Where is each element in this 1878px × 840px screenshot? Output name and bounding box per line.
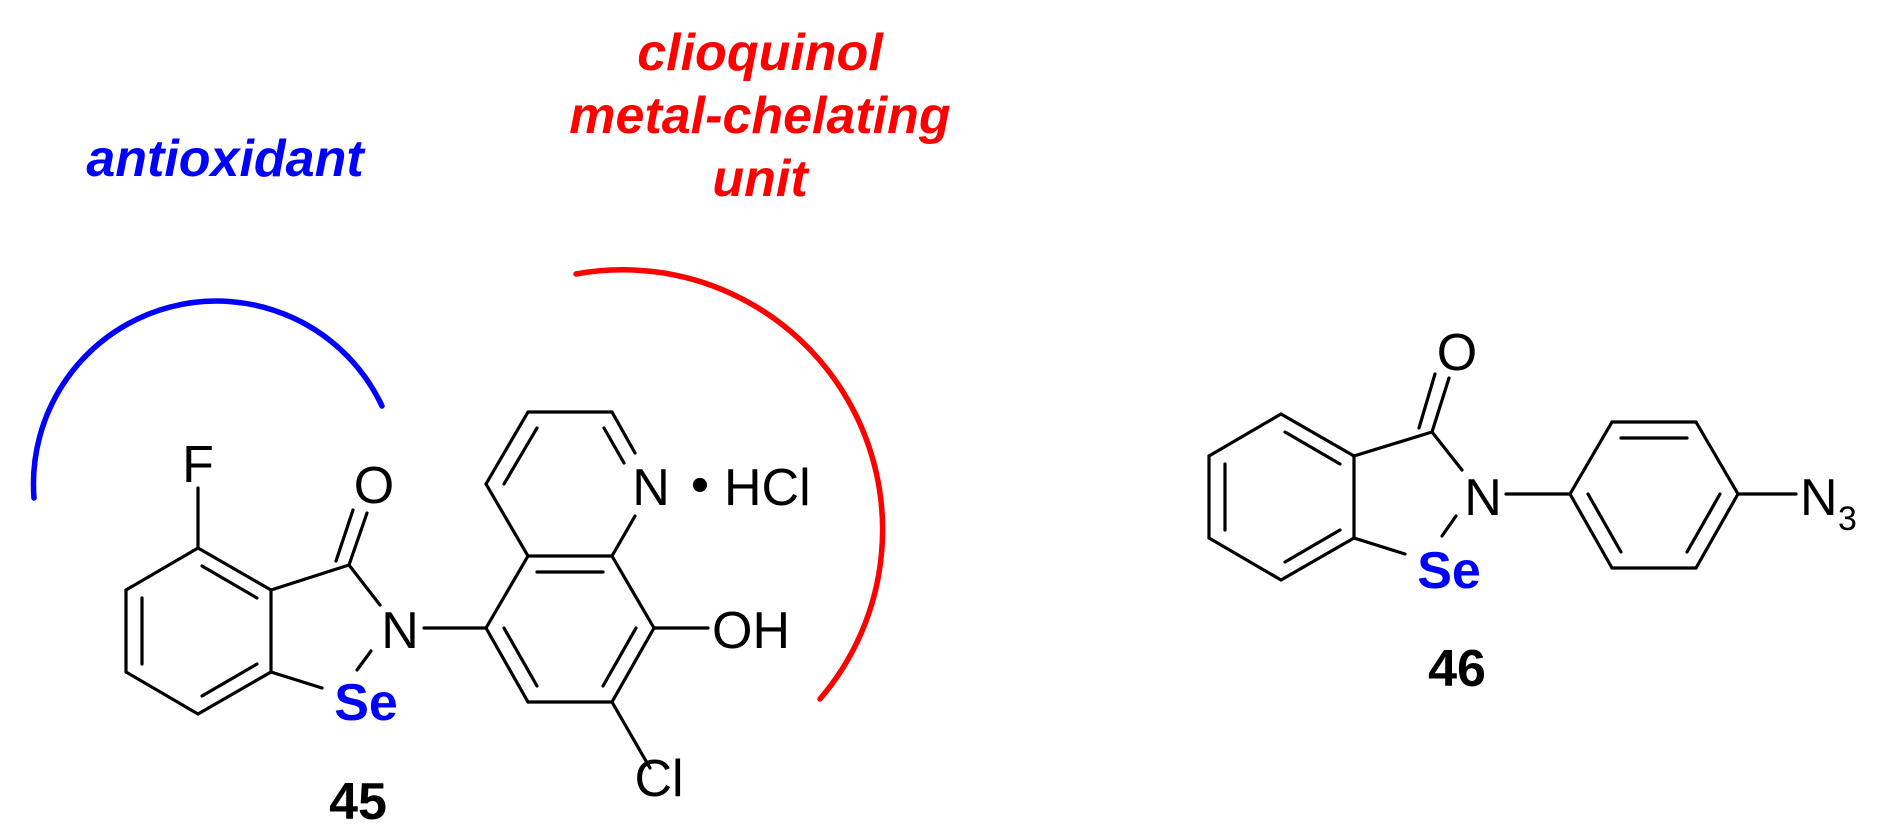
compound-46-number: 46 xyxy=(1428,640,1486,698)
metal-chelating-arc xyxy=(573,267,886,702)
chlorine-atom: Cl xyxy=(634,750,683,808)
benzene-ring-46 xyxy=(1207,412,1356,582)
quinoline-nitrogen-atom: N xyxy=(632,459,670,517)
antioxidant-label: antioxidant xyxy=(86,130,366,188)
hydrochloride-label: HCl xyxy=(724,459,811,517)
azidophenyl-ring xyxy=(1568,420,1740,570)
clioquinol-label: clioquinol xyxy=(637,24,884,82)
hydroxyl-group: OH xyxy=(712,602,790,660)
compound-46-structure: O N Se N 3 xyxy=(1207,324,1857,600)
selenium-atom: Se xyxy=(334,674,398,732)
unit-label: unit xyxy=(712,150,810,208)
compound-45-structure: F O N Se N • HCl OH Cl xyxy=(124,410,811,808)
quinoline-ring xyxy=(484,410,656,704)
azide-subscript: 3 xyxy=(1838,500,1857,538)
azide-nitrogen-symbol: N xyxy=(1800,469,1838,527)
selenium-atom-46: Se xyxy=(1417,542,1481,600)
antioxidant-arc xyxy=(30,298,385,501)
compound-45-number: 45 xyxy=(329,773,387,831)
salt-dot: • xyxy=(691,456,709,514)
fluorine-atom: F xyxy=(182,436,214,494)
carbonyl-oxygen-atom-46: O xyxy=(1437,324,1477,382)
benzene-ring-45 xyxy=(124,546,273,716)
ring-nitrogen-atom: N xyxy=(381,602,419,660)
metal-chelating-label: metal-chelating xyxy=(569,87,950,145)
carbonyl-oxygen-atom: O xyxy=(354,457,394,515)
ring-nitrogen-atom-46: N xyxy=(1464,469,1502,527)
